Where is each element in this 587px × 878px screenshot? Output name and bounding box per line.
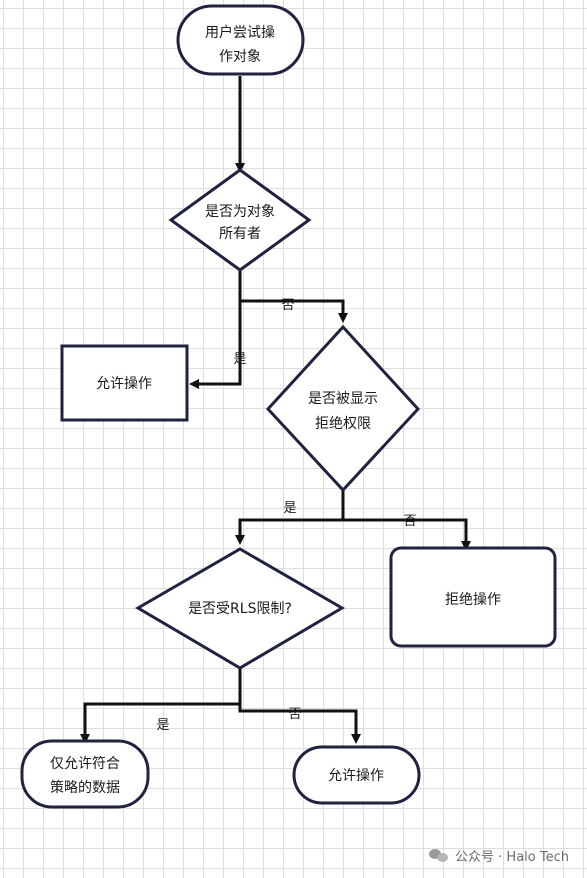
edge-owner-check-no-to-deny-check <box>238 270 348 323</box>
edge-label-deny-no: 否 <box>403 514 416 529</box>
node-policy-data-shape <box>20 739 150 809</box>
node-allow-2-line-1: 允许操作 <box>328 768 384 784</box>
node-deny-check-line-1: 是否被显示 <box>308 391 378 407</box>
edge-labels: 否 是 是 否 是 否 <box>156 298 416 733</box>
node-rls-check-line-1: 是否受RLS限制? <box>188 601 292 617</box>
node-deny-line-1: 拒绝操作 <box>445 592 501 608</box>
node-owner-check-line-1: 是否为对象 <box>205 204 275 220</box>
edge-label-deny-yes: 是 <box>283 501 296 516</box>
node-deny: 拒绝操作 <box>389 546 557 648</box>
source-text: 公众号 · Halo Tech <box>455 849 569 865</box>
edge-label-rls-yes: 是 <box>156 718 169 733</box>
node-deny-check: 是否被显示 拒绝权限 <box>265 324 421 493</box>
node-policy-data: 仅允许符合 策略的数据 <box>20 739 150 809</box>
node-rls-check-shape <box>135 547 345 670</box>
edge-label-owner-no: 否 <box>281 298 294 313</box>
edge-deny-check-no-to-deny <box>343 518 471 551</box>
node-allow-1: 允许操作 <box>60 344 189 422</box>
node-rls-check: 是否受RLS限制? <box>135 547 345 670</box>
node-deny-shape <box>389 546 557 648</box>
node-start: 用户尝试操 作对象 <box>176 4 305 76</box>
edges <box>80 76 471 744</box>
node-start-shape <box>176 4 305 76</box>
edge-rls-check-yes-to-policy-data <box>80 702 240 744</box>
node-start-line-1: 用户尝试操 <box>205 24 275 41</box>
edge-label-rls-no: 否 <box>288 707 301 722</box>
node-start-line-2: 作对象 <box>219 49 261 65</box>
node-owner-check: 是否为对象 所有者 <box>168 168 312 272</box>
wechat-icon <box>429 847 449 863</box>
edge-owner-check-yes-to-allow <box>189 301 242 389</box>
source-footer: 公众号 · Halo Tech <box>429 844 569 866</box>
node-allow-2: 允许操作 <box>292 745 421 805</box>
node-allow-1-line-1: 允许操作 <box>96 376 152 392</box>
node-deny-check-line-2: 拒绝权限 <box>315 416 371 432</box>
edge-rls-check-no-to-allow <box>238 704 361 744</box>
node-owner-check-line-2: 所有者 <box>219 226 261 242</box>
edge-deny-check-yes-to-rls-check <box>235 518 343 545</box>
node-allow-1-shape <box>60 344 189 422</box>
nodes: 用户尝试操 作对象 是否为对象 所有者 允许操作 是否被显示 拒绝权限 是否受R… <box>20 4 557 809</box>
edge-label-owner-yes: 是 <box>233 352 246 367</box>
node-deny-check-shape <box>265 324 421 493</box>
node-policy-data-line-1: 仅允许符合 <box>50 756 120 772</box>
node-allow-2-shape <box>292 745 421 805</box>
node-policy-data-line-2: 策略的数据 <box>50 779 120 796</box>
node-owner-check-shape <box>168 168 312 272</box>
